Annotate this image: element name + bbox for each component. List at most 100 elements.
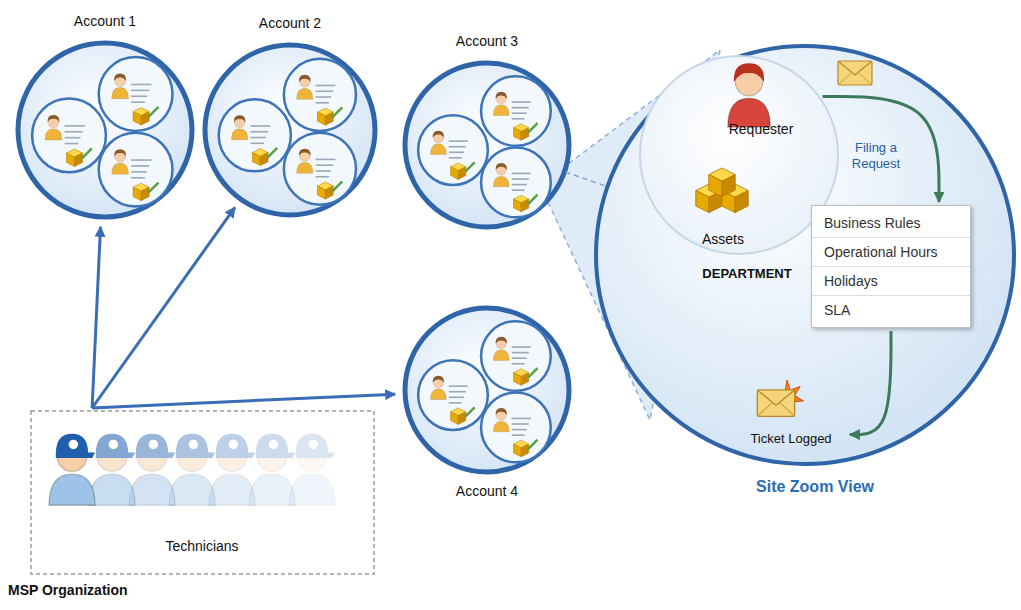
account-shape: [15, 40, 195, 220]
cap: [296, 434, 328, 454]
site-outline: [418, 360, 488, 430]
text-line: [250, 137, 266, 139]
pencil: [528, 123, 537, 132]
site-outline: [99, 133, 173, 207]
text-line: [449, 385, 468, 387]
body: [45, 129, 62, 140]
asset-box: [66, 149, 82, 166]
person-icon: [112, 74, 129, 99]
technician-icon: [49, 434, 95, 506]
arrow-connector: [92, 227, 100, 408]
body: [89, 474, 135, 505]
hair: [234, 115, 246, 122]
node-label: Ticket Logged: [750, 430, 831, 447]
msp-node: TechniciansMSP Organization: [30, 410, 375, 575]
site-outline: [481, 321, 551, 391]
envelope-body: [757, 390, 794, 416]
text-line: [131, 177, 145, 179]
account-shape: [202, 42, 378, 218]
technician-icon: [209, 434, 255, 506]
site-outline: [284, 59, 356, 131]
technician: [129, 434, 175, 506]
node-label: Account 3: [456, 33, 518, 50]
body: [249, 474, 295, 505]
body: [289, 474, 335, 505]
account-node: Account 4: [402, 305, 572, 475]
node-label: Requester: [729, 121, 794, 138]
text-line: [512, 429, 527, 431]
site-outline: [481, 393, 551, 463]
site-circle: [32, 99, 106, 173]
text-line: [512, 107, 529, 109]
ticket-node: Ticket Logged: [736, 380, 846, 450]
text-line: [512, 363, 525, 365]
zoom-line: [565, 172, 607, 187]
cap-brim: [256, 453, 295, 458]
cap-brim: [216, 453, 255, 458]
asset-box: [514, 124, 529, 140]
asset-box: [514, 369, 529, 385]
person-icon: [493, 337, 509, 361]
technician-icon: [249, 434, 295, 506]
site-circle: [481, 76, 551, 146]
site-outline: [284, 133, 356, 205]
envelope-flap: [838, 61, 872, 75]
text-line: [512, 101, 531, 103]
asset-box: [451, 408, 466, 424]
rules-node: Business RulesOperational HoursHolidaysS…: [811, 205, 971, 328]
cap-badge: [69, 440, 78, 449]
body: [112, 163, 129, 174]
arrow-connector: [823, 96, 939, 202]
text-line: [512, 118, 525, 120]
technician-icon: [129, 434, 175, 506]
account-shape: [402, 305, 572, 475]
box-left: [317, 186, 325, 199]
pencil: [149, 107, 159, 117]
box-left: [514, 444, 522, 457]
site-circle: [418, 115, 488, 185]
body: [493, 105, 509, 116]
body: [297, 162, 313, 173]
pencil: [267, 148, 277, 158]
hair: [48, 115, 60, 122]
cap: [216, 434, 248, 454]
box-right: [521, 444, 529, 457]
person-icon: [430, 376, 446, 400]
technician-icon: [169, 434, 215, 506]
arrow-connector: [92, 207, 235, 408]
site-circle: [481, 393, 551, 463]
person-icon: [297, 75, 313, 100]
site-outline: [32, 99, 106, 173]
text-line: [316, 85, 336, 87]
asset-box: [514, 440, 529, 456]
text-line: [250, 125, 270, 127]
cap: [96, 434, 128, 454]
msp-box: [31, 411, 374, 574]
hair: [433, 131, 444, 138]
cap-brim: [96, 453, 135, 458]
hair: [496, 92, 507, 99]
text-line: [250, 131, 268, 133]
technician: [49, 434, 95, 506]
box-left: [317, 112, 325, 125]
node-label: Account 4: [456, 483, 518, 500]
hair: [299, 75, 311, 82]
body: [169, 474, 215, 505]
box-left: [514, 199, 522, 212]
text-line: [449, 391, 466, 393]
body: [209, 474, 255, 505]
asset-box: [514, 195, 529, 211]
dept-node: RequesterAssetsDEPARTMENT: [639, 55, 839, 255]
box-left: [133, 187, 141, 200]
asset-box: [317, 182, 333, 199]
site-outline: [481, 76, 551, 146]
person-icon: [493, 163, 509, 187]
account-node: Account 3: [402, 60, 572, 230]
rule-item: SLA: [812, 296, 970, 324]
box-left: [696, 191, 709, 213]
body: [430, 389, 446, 400]
body: [49, 474, 95, 505]
text-line: [316, 159, 336, 161]
